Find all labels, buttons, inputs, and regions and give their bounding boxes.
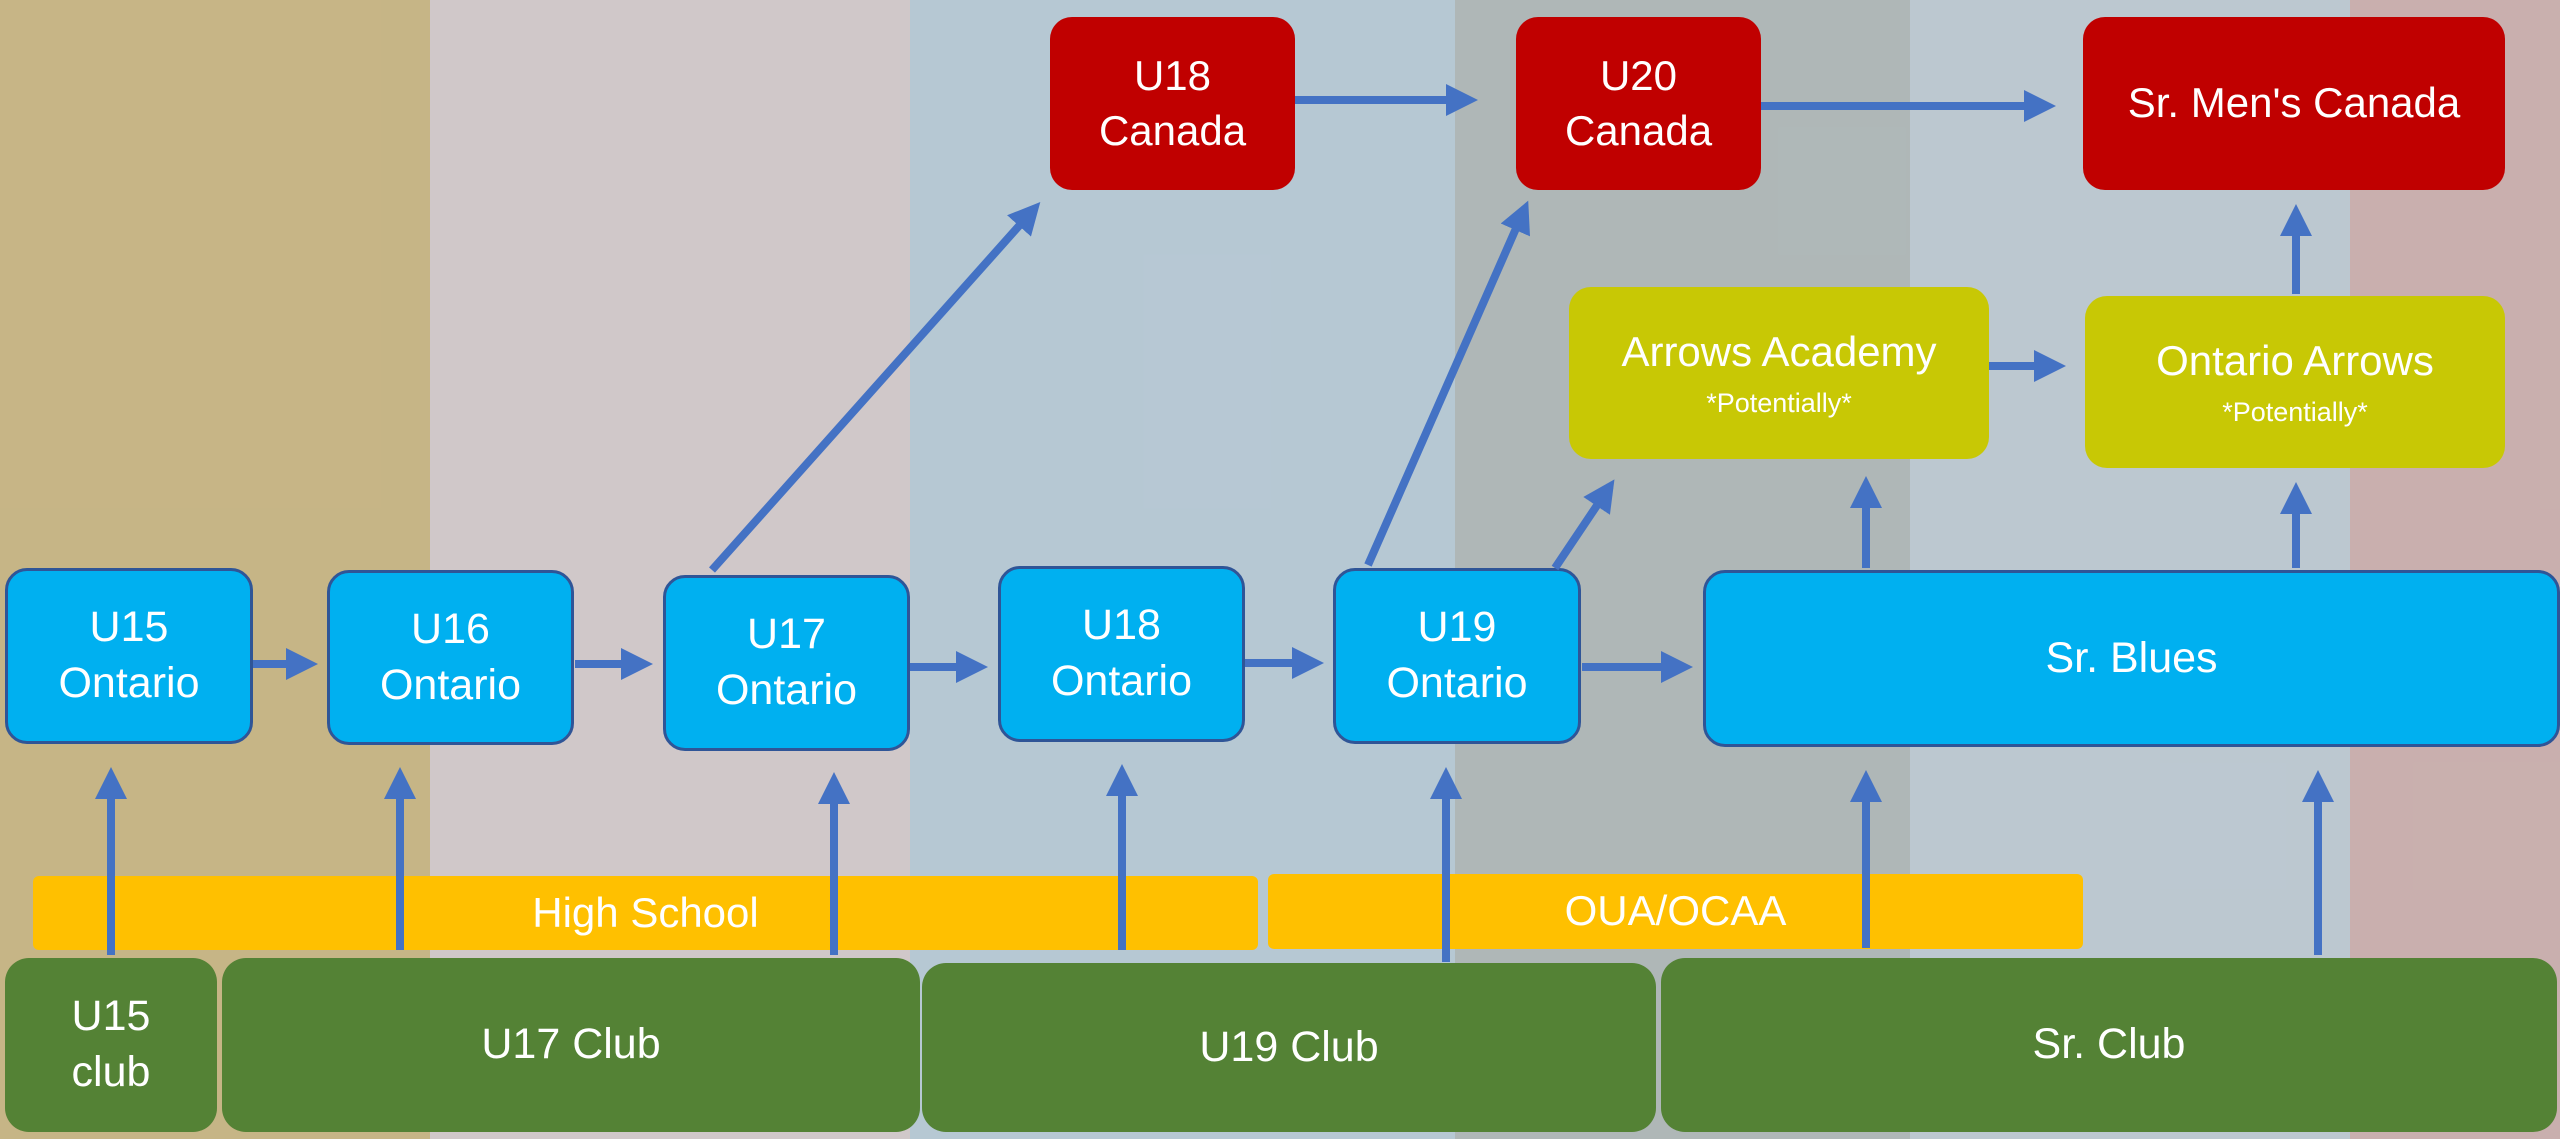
- u19-ontario-box: U19 Ontario: [1333, 568, 1581, 744]
- sr-blues-box: Sr. Blues: [1703, 570, 2560, 747]
- u15-ontario-label: U15 Ontario: [58, 603, 200, 707]
- u20-canada-label: U20 Canada: [1564, 51, 1713, 154]
- u20-canada-box: U20 Canada: [1516, 17, 1761, 190]
- u17-ontario-box: U17 Ontario: [663, 575, 910, 751]
- u18-ontario-box: U18 Ontario: [998, 566, 1245, 742]
- ontario-arrows-note: *Potentially*: [2222, 396, 2368, 427]
- arrow-u17ontario-to-u18canada: [709, 202, 1041, 573]
- u16-ontario-label: U16 Ontario: [379, 604, 521, 709]
- high-school-band: High School: [33, 876, 1258, 950]
- u15-ontario-box: U15 Ontario: [5, 568, 253, 744]
- oua-ocaa-label: OUA/OCAA: [1564, 887, 1787, 935]
- oua-ocaa-band: OUA/OCAA: [1268, 874, 2083, 949]
- sr-club-box: Sr. Club: [1661, 958, 2557, 1132]
- u19-ontario-label: U19 Ontario: [1386, 603, 1528, 707]
- arrows-academy-box: Arrows Academy *Potentially*: [1569, 287, 1989, 459]
- u17-club-label: U17 Club: [481, 1020, 661, 1069]
- u17-ontario-label: U17 Ontario: [715, 610, 857, 714]
- sr-club-label: Sr. Club: [2032, 1020, 2186, 1069]
- arrows-academy-note: *Potentially*: [1706, 387, 1852, 418]
- u15-club-box: U15 club: [5, 958, 217, 1132]
- u19-club-label: U19 Club: [1199, 1022, 1379, 1071]
- arrow-u19ontario-to-arrowsacademy: [1551, 479, 1615, 571]
- u18-canada-box: U18 Canada: [1050, 17, 1295, 190]
- arrows-academy-label: Arrows Academy: [1621, 328, 1937, 376]
- u16-ontario-box: U16 Ontario: [327, 570, 574, 745]
- sr-blues-label: Sr. Blues: [2045, 633, 2218, 682]
- u19-club-box: U19 Club: [922, 963, 1656, 1132]
- u18-ontario-label: U18 Ontario: [1050, 601, 1192, 705]
- high-school-label: High School: [532, 888, 759, 936]
- u15-club-label: U15 club: [71, 992, 151, 1096]
- sr-mens-canada-box: Sr. Men's Canada: [2083, 17, 2505, 190]
- ontario-arrows-box: Ontario Arrows *Potentially*: [2085, 296, 2505, 468]
- arrow-u19ontario-to-u20canada: [1364, 200, 1530, 567]
- ontario-arrows-label: Ontario Arrows: [2156, 337, 2434, 385]
- sr-mens-canada-label: Sr. Men's Canada: [2127, 79, 2461, 127]
- u18-canada-label: U18 Canada: [1098, 51, 1247, 154]
- u17-club-box: U17 Club: [222, 958, 920, 1132]
